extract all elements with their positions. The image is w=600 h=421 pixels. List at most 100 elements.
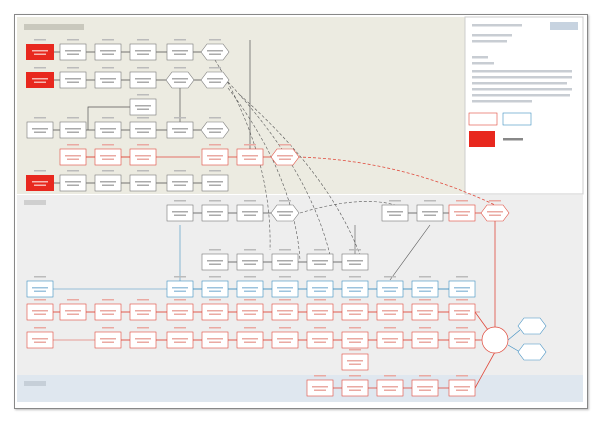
node-label-blur (137, 81, 149, 83)
red-process-node (94, 331, 122, 349)
node-label-blur (347, 287, 363, 289)
node-label-blur (135, 338, 151, 340)
node-id-blur (456, 299, 468, 301)
node-id-blur (137, 67, 149, 69)
node-id-blur (174, 67, 186, 69)
node-label-blur (242, 287, 258, 289)
node-id-blur (349, 375, 361, 377)
node-id-blur (244, 327, 256, 329)
start-node (26, 72, 54, 88)
node-id-blur (137, 170, 149, 172)
node-label-blur (389, 214, 401, 216)
node-id-blur (102, 144, 114, 146)
node-label-blur (34, 341, 46, 343)
process-node (201, 174, 229, 192)
node-id-blur (67, 170, 79, 172)
red-process-node (201, 148, 229, 166)
dashed-dependency (227, 81, 331, 256)
node-label-blur (242, 211, 258, 213)
node-label-blur (242, 310, 258, 312)
node-label-blur (174, 290, 186, 292)
node-label-blur (244, 313, 256, 315)
decision-node (165, 71, 195, 89)
node-label-blur (209, 214, 221, 216)
node-id-blur (456, 200, 468, 202)
blue-process-node (201, 280, 229, 298)
node-id-blur (67, 299, 79, 301)
node-label-blur (347, 386, 363, 388)
process-node (94, 174, 122, 192)
node-label-blur (34, 53, 46, 55)
node-label-blur (137, 158, 149, 160)
process-node (129, 98, 157, 116)
node-label-blur (65, 128, 81, 130)
node-label-blur (34, 313, 46, 315)
end-node (481, 326, 509, 354)
red-process-node (271, 331, 299, 349)
red-process-node (306, 331, 334, 349)
process-node (236, 204, 264, 222)
node-label-blur (100, 181, 116, 183)
node-id-blur (209, 67, 221, 69)
process-node (94, 43, 122, 61)
node-id-blur (174, 117, 186, 119)
node-id-blur (456, 327, 468, 329)
lane-label-blur (24, 200, 46, 205)
node-label-blur (32, 310, 48, 312)
red-process-node (94, 303, 122, 321)
node-id-blur (174, 200, 186, 202)
node-label-blur (102, 81, 114, 83)
node-label-blur (32, 338, 48, 340)
node-label-blur (34, 81, 46, 83)
blue-process-node (448, 280, 476, 298)
node-label-blur (454, 310, 470, 312)
red-process-node (59, 148, 87, 166)
node-label-blur (100, 310, 116, 312)
red-process-node (448, 303, 476, 321)
node-label-blur (209, 184, 221, 186)
node-label-blur (174, 214, 186, 216)
node-label-blur (347, 360, 363, 362)
legend-text-line (472, 62, 494, 65)
red-process-node (448, 379, 476, 397)
process-node (201, 253, 229, 271)
node-label-blur (244, 263, 256, 265)
decision-node (200, 121, 230, 139)
node-id-blur (209, 144, 221, 146)
node-label-blur (102, 313, 114, 315)
process-node (166, 204, 194, 222)
dashed-dependency (239, 94, 361, 256)
node-id-blur (34, 276, 46, 278)
node-label-blur (312, 386, 328, 388)
node-id-blur (209, 276, 221, 278)
node-id-blur (419, 375, 431, 377)
process-node (59, 71, 87, 89)
legend-text-line (472, 34, 512, 37)
legend-text-line (472, 40, 507, 43)
red-process-node (411, 379, 439, 397)
node-label-blur (349, 290, 361, 292)
node-id-blur (244, 276, 256, 278)
lane-title-blur (24, 24, 84, 30)
node-id-blur (209, 170, 221, 172)
red-process-node (129, 148, 157, 166)
legend-text-line (503, 138, 523, 141)
node-label-blur (67, 81, 79, 83)
legend-red-box (468, 112, 498, 126)
red-process-node (129, 303, 157, 321)
node-label-blur (314, 313, 326, 315)
node-label-blur (209, 313, 221, 315)
legend-text-line (472, 94, 570, 97)
node-label-blur (207, 181, 223, 183)
node-label-blur (382, 287, 398, 289)
node-label-blur (137, 184, 149, 186)
node-label-blur (314, 290, 326, 292)
node-label-blur (244, 158, 256, 160)
decision-node (200, 43, 230, 61)
node-id-blur (456, 276, 468, 278)
red-process-node (236, 303, 264, 321)
node-label-blur (279, 341, 291, 343)
red-dashed-path (297, 156, 496, 206)
decision-node (480, 204, 510, 222)
node-label-blur (419, 290, 431, 292)
